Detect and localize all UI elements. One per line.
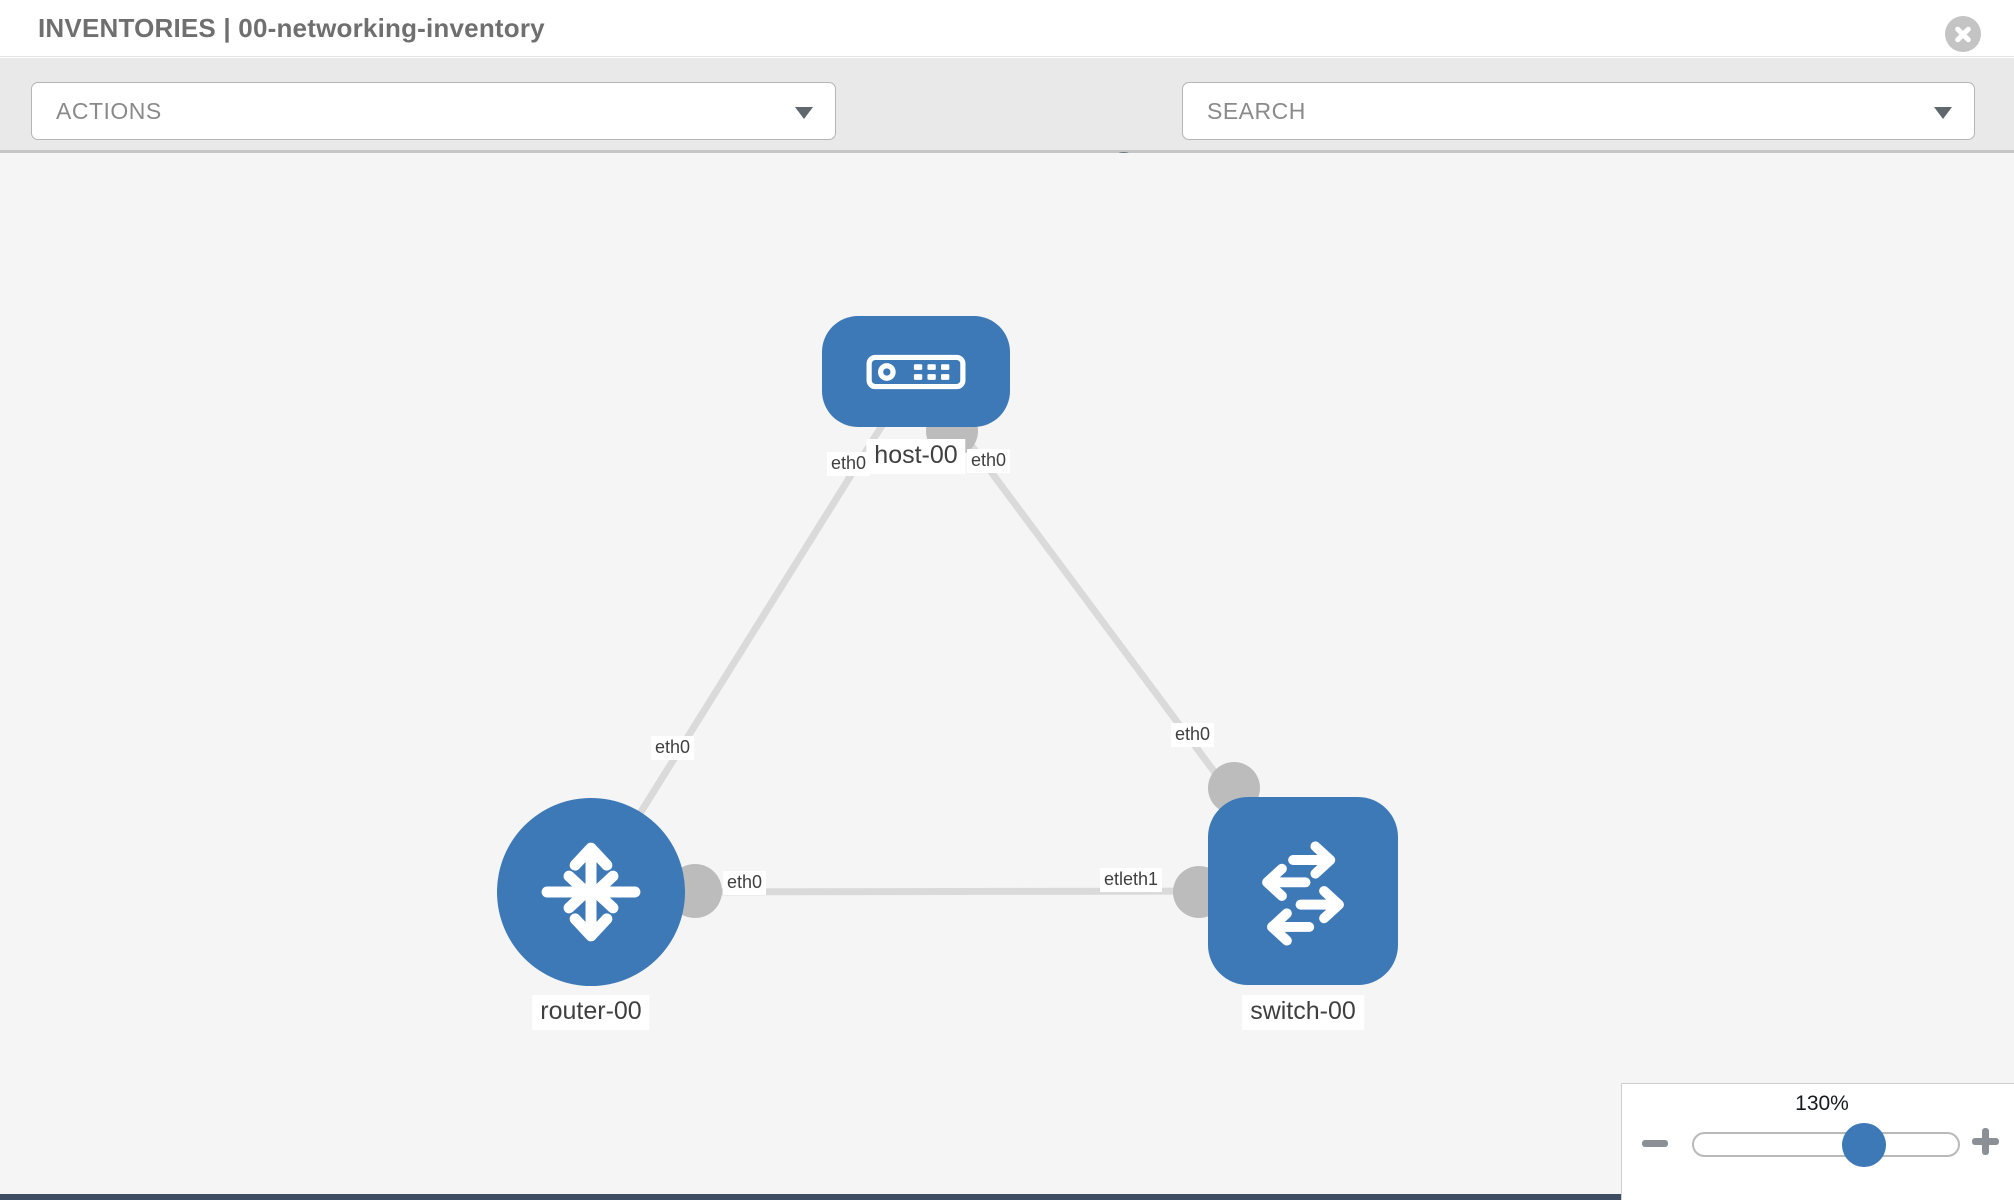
interface-label: eth0 <box>651 736 695 760</box>
interface-label: etleth1 <box>1100 868 1163 892</box>
node-switch-00[interactable] <box>1208 797 1398 985</box>
search-dropdown-label: SEARCH <box>1207 97 1306 124</box>
interface-label: eth0 <box>723 871 767 895</box>
zoom-in-button[interactable] <box>1968 1122 2002 1156</box>
toolbar: ACTIONS SEARCH <box>0 58 2014 192</box>
chevron-down-icon <box>795 107 813 119</box>
search-dropdown[interactable]: SEARCH <box>1182 82 1975 140</box>
footer-strip <box>0 1194 2014 1200</box>
topology-canvas[interactable] <box>0 153 2014 1200</box>
chevron-down-icon <box>1934 107 1952 119</box>
close-icon <box>1945 16 1981 52</box>
node-label-host: host-00 <box>866 439 966 474</box>
zoom-slider-track[interactable] <box>1692 1123 1960 1167</box>
actions-dropdown[interactable]: ACTIONS <box>31 82 836 140</box>
interface-label: eth0 <box>1171 723 1215 747</box>
node-host-00[interactable] <box>822 316 1010 427</box>
links-layer <box>588 368 1306 918</box>
zoom-out-button[interactable] <box>1638 1126 1672 1160</box>
switch-icon <box>1262 841 1344 946</box>
router-icon <box>541 842 641 942</box>
close-button[interactable] <box>1945 16 1981 52</box>
node-router-00[interactable] <box>497 798 685 986</box>
header: INVENTORIES | 00-networking-inventory <box>0 0 2014 57</box>
zoom-panel: 130% <box>1621 1083 2014 1200</box>
node-label-switch: switch-00 <box>1242 995 1364 1030</box>
page-title: INVENTORIES | 00-networking-inventory <box>38 13 545 43</box>
interface-label: eth0 <box>827 452 871 476</box>
node-label-router: router-00 <box>532 995 650 1030</box>
host-icon <box>866 354 966 389</box>
plus-icon <box>1968 1122 2002 1156</box>
zoom-slider-knob[interactable] <box>1842 1123 1886 1167</box>
zoom-level-label: 130% <box>1795 1092 1849 1115</box>
interface-label: eth0 <box>967 449 1011 473</box>
minus-icon <box>1642 1140 1668 1147</box>
actions-dropdown-label: ACTIONS <box>56 97 162 124</box>
